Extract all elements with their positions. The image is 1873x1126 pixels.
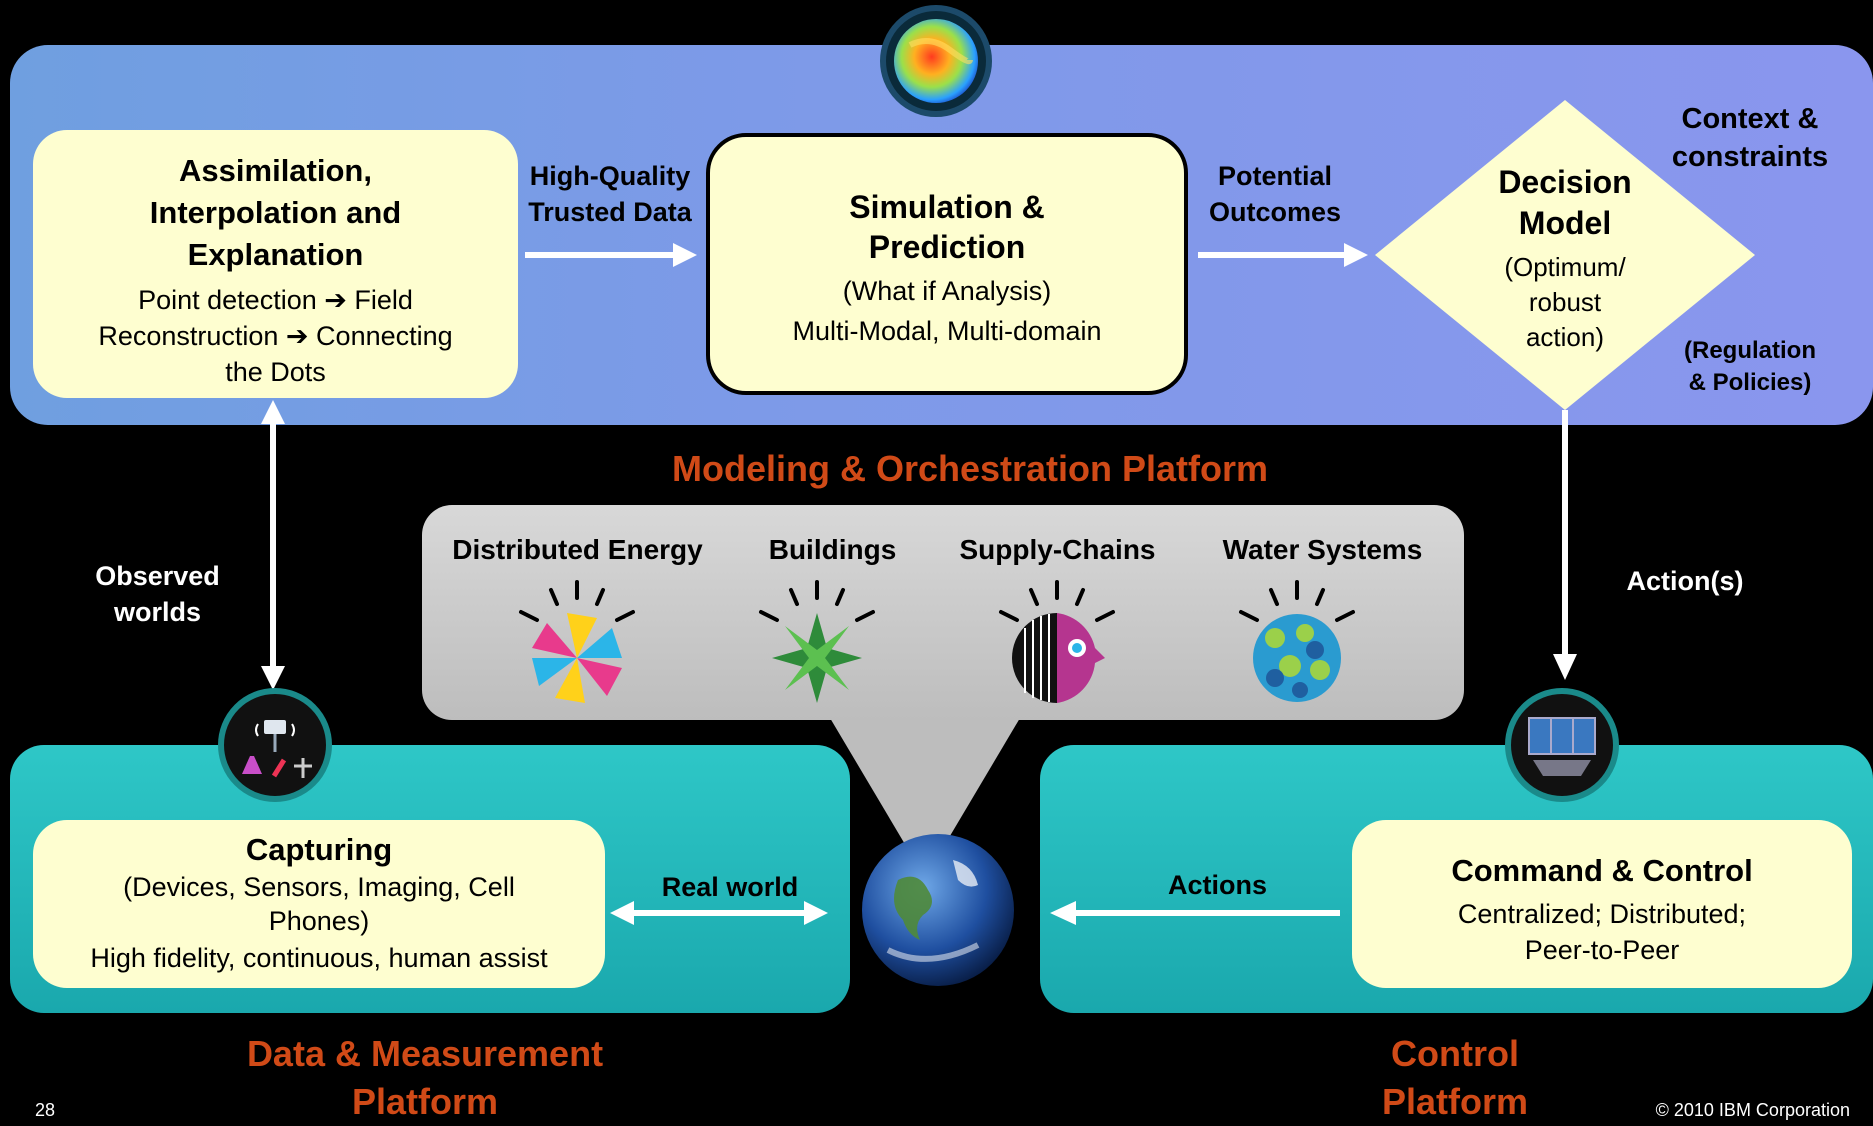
simulation-title-line1: Simulation & [849, 189, 1045, 225]
data-platform-name-line1: Data & Measurement [246, 1033, 604, 1074]
capturing-body-line2: Phones) [268, 906, 370, 936]
hq-data-arrow [525, 240, 697, 270]
capturing-body-line1: (Devices, Sensors, Imaging, Cell [123, 872, 515, 902]
context-label-line1: Context & [1681, 103, 1819, 135]
control-room-icon [1505, 688, 1619, 802]
assimilation-title-line1: Assimilation, [179, 153, 372, 188]
control-platform-name-line2: Platform [1381, 1081, 1529, 1122]
data-platform-name-line2: Platform [351, 1081, 499, 1122]
outcomes-label: Potential Outcomes [1190, 158, 1360, 230]
observed-worlds-arrow [258, 400, 288, 690]
domain-label-energy: Distributed Energy [452, 534, 703, 565]
command-box: Command & Control Centralized; Distribut… [1352, 820, 1852, 988]
context-label-line2: constraints [1671, 141, 1829, 173]
capturing-title: Capturing [245, 832, 393, 867]
assimilation-box: Assimilation, Interpolation and Explanat… [33, 130, 518, 398]
decision-body-line3: action) [1525, 322, 1605, 352]
leaf-star-icon [755, 578, 880, 708]
regulation-label-line1: (Regulation [1684, 337, 1816, 364]
decision-diamond [1375, 100, 1755, 410]
climate-globe-icon [880, 5, 992, 117]
simulation-sub2: Multi-Modal, Multi-domain [792, 316, 1102, 346]
simulation-box: Simulation & Prediction (What if Analysi… [706, 133, 1188, 395]
assimilation-body-line1: Point detection ➔ Field [138, 285, 413, 315]
assimilation-body-line2: Reconstruction ➔ Connecting [98, 321, 453, 351]
data-platform-name: Data & Measurement Platform [180, 1030, 670, 1126]
control-actions-arrow [1050, 898, 1340, 928]
observed-worlds-line1: Observed [95, 561, 220, 591]
copyright: © 2010 IBM Corporation [1655, 1100, 1850, 1120]
outcomes-label-line2: Outcomes [1208, 197, 1342, 227]
simulation-sub1: (What if Analysis) [842, 276, 1052, 306]
decision-body-line2: robust [1528, 287, 1602, 317]
domain-label-buildings: Buildings [768, 534, 897, 565]
decision-text: Decision Model (Optimum/ robust action) [1435, 162, 1695, 355]
capturing-footer: High fidelity, continuous, human assist [90, 943, 548, 973]
domain-label-supply: Supply-Chains [959, 534, 1156, 565]
earth-globe-icon [858, 830, 1018, 990]
hq-data-label-line1: High-Quality [529, 161, 691, 191]
domains-panel-pointer [830, 718, 1020, 878]
control-platform-name-line1: Control [1391, 1033, 1519, 1074]
hq-data-label: High-Quality Trusted Data [515, 158, 705, 230]
real-world-label: Real world [661, 872, 799, 902]
decision-title-line1: Decision [1498, 164, 1632, 200]
assimilation-title-line2: Interpolation and [149, 195, 402, 230]
decision-body-line1: (Optimum/ [1504, 252, 1626, 282]
regulation-label-line2: & Policies) [1688, 369, 1812, 396]
actions-down-arrow [1550, 410, 1580, 680]
domain-label-water: Water Systems [1222, 534, 1423, 565]
sensors-icon [218, 688, 332, 802]
observed-worlds-label: Observed worlds [70, 558, 245, 630]
droplets-icon [1235, 578, 1360, 708]
barcode-face-icon [995, 578, 1120, 708]
assimilation-title-line3: Explanation [187, 237, 364, 272]
modeling-platform-name: Modeling & Orchestration Platform [671, 448, 1269, 489]
command-title: Command & Control [1451, 853, 1753, 888]
page-number: 28 [35, 1100, 56, 1120]
control-actions-label: Actions [1167, 870, 1267, 900]
regulation-label: (Regulation & Policies) [1660, 335, 1840, 399]
context-label: Context & constraints [1660, 100, 1840, 176]
outcomes-label-line1: Potential [1217, 161, 1332, 191]
actions-label: Action(s) [1626, 566, 1744, 596]
decision-title-line2: Model [1518, 205, 1612, 241]
simulation-title-line2: Prediction [868, 229, 1026, 265]
control-platform-name: Control Platform [1330, 1030, 1580, 1126]
outcomes-arrow [1198, 240, 1368, 270]
assimilation-body-line3: the Dots [225, 357, 326, 387]
pinwheel-icon [515, 578, 640, 708]
capturing-box: Capturing (Devices, Sensors, Imaging, Ce… [33, 820, 605, 988]
observed-worlds-line2: worlds [113, 597, 201, 627]
hq-data-label-line2: Trusted Data [528, 197, 692, 227]
command-body-line1: Centralized; Distributed; [1457, 899, 1747, 929]
command-body-line2: Peer-to-Peer [1524, 935, 1680, 965]
real-world-arrow [610, 898, 828, 928]
